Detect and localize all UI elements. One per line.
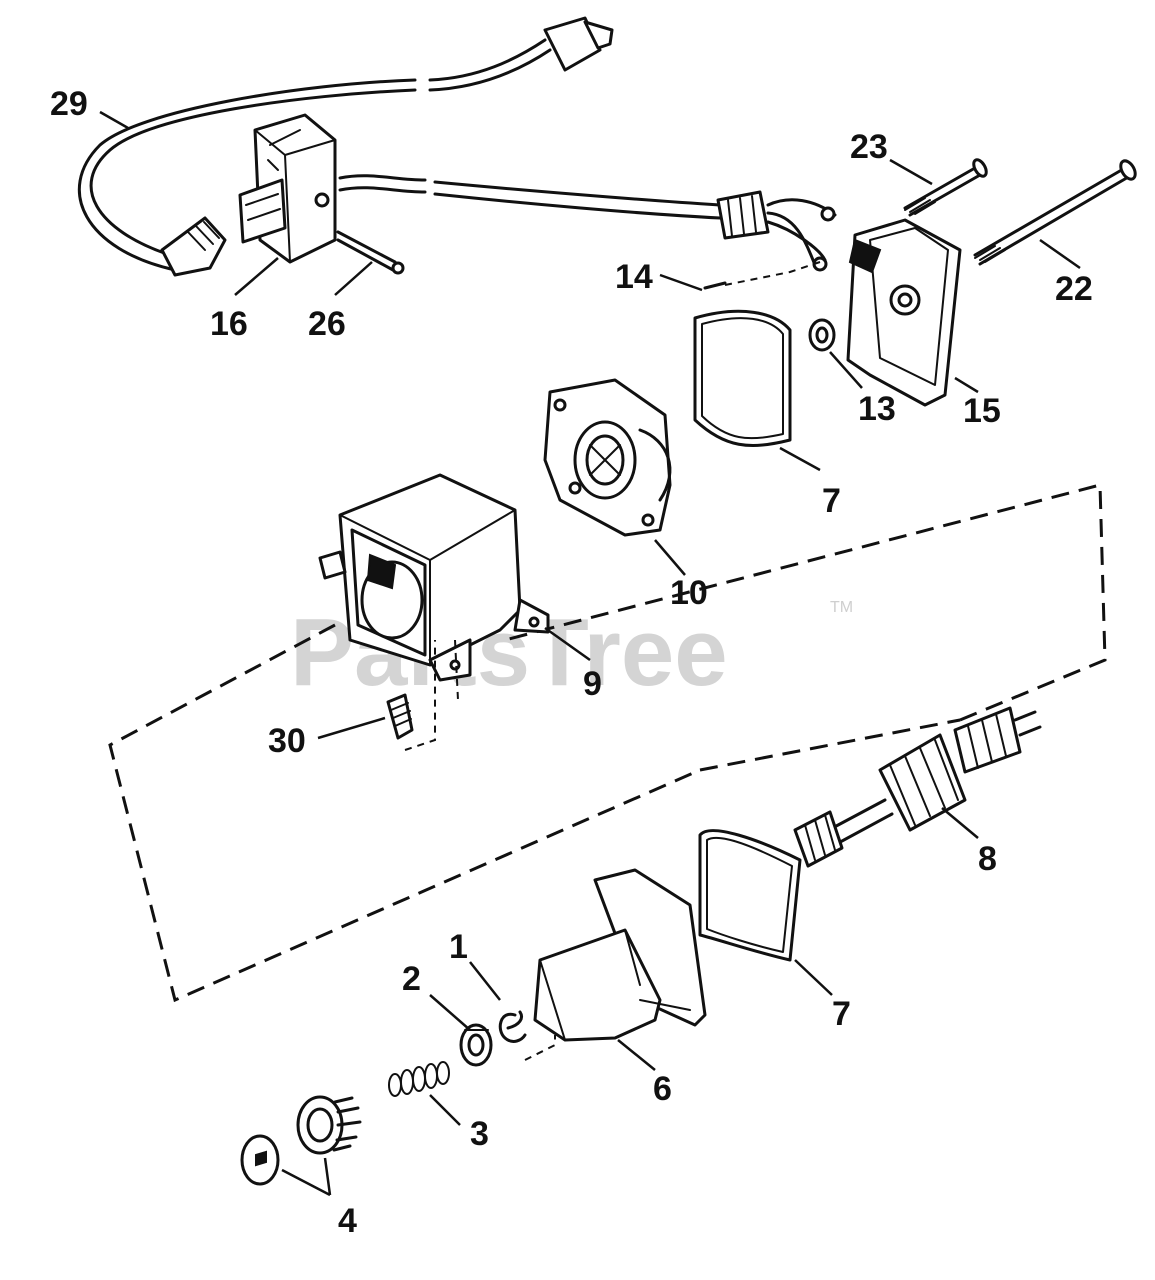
callout-13: 13: [858, 390, 896, 428]
callout-4: 4: [338, 1202, 357, 1240]
part-15-end-cap: [846, 218, 962, 407]
watermark-trademark: TM: [830, 599, 853, 616]
part-16-switch-box: [238, 113, 722, 264]
part-23-bolt: [903, 158, 988, 217]
assembly-dashed-outline: [108, 483, 1107, 1003]
callout-7-lower: 7: [832, 995, 851, 1033]
part-9-motor-housing: [318, 473, 550, 682]
callout-14: 14: [615, 258, 653, 296]
part-14-screw: [703, 261, 821, 290]
part-4-drive-pinion: [240, 1095, 362, 1186]
part-1-retaining-ring: [498, 1010, 556, 1061]
part-2-collar: [459, 1023, 493, 1067]
callout-1: 1: [449, 928, 468, 966]
part-30-screw: [386, 639, 459, 751]
part-26-screw: [336, 230, 405, 275]
part-7-gasket-lower: [698, 829, 802, 962]
callout-16: 16: [210, 305, 248, 343]
callout-26: 26: [308, 305, 346, 343]
part-6-drive-end-cap: [533, 868, 707, 1042]
part-22-bolt: [973, 159, 1137, 266]
part-3-spring: [388, 1061, 450, 1097]
callout-9: 9: [583, 665, 602, 703]
part-7-gasket-upper: [693, 309, 792, 447]
callout-8: 8: [978, 840, 997, 878]
part-8-armature: [793, 706, 1042, 868]
callout-29: 29: [50, 85, 88, 123]
callout-3: 3: [470, 1115, 489, 1153]
part-10-brush-plate: [543, 378, 672, 537]
callout-23: 23: [850, 128, 888, 166]
callout-leaders: [99, 110, 1081, 1197]
wire-connector: [716, 190, 837, 272]
callout-30: 30: [268, 722, 306, 760]
callout-6: 6: [653, 1070, 672, 1108]
part-13-bushing: [808, 318, 836, 352]
part-29-power-cord: [77, 16, 614, 277]
callout-7-upper: 7: [822, 482, 841, 520]
callout-10: 10: [670, 574, 708, 612]
callout-2: 2: [402, 960, 421, 998]
callout-22: 22: [1055, 270, 1093, 308]
callout-15: 15: [963, 392, 1001, 430]
